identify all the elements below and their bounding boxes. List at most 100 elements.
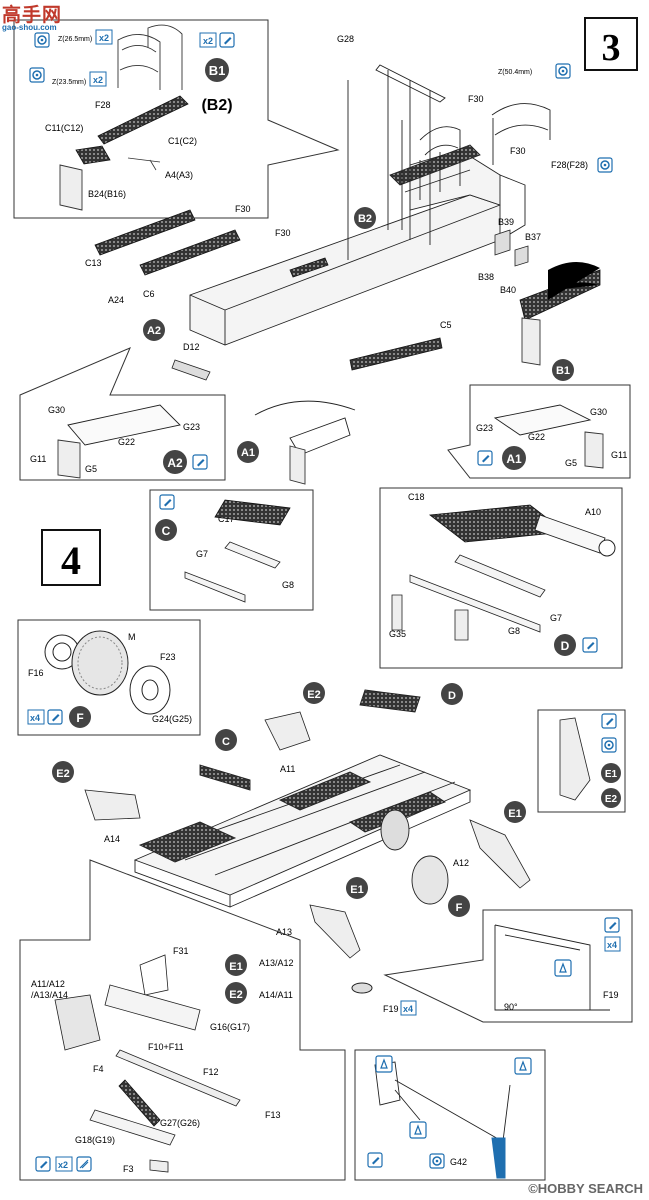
part-label: A10 <box>585 507 601 517</box>
part-label: x4 <box>607 940 617 950</box>
part-label: A1 <box>506 452 522 466</box>
part-label: C18 <box>408 492 425 502</box>
step-4-inset-c: C C17 G7 G8 <box>149 489 314 611</box>
z-235-label: Z(23.5mm) <box>52 79 86 86</box>
part-label: A11/A12 <box>31 979 65 989</box>
part-label: F <box>456 902 463 914</box>
part-label: E1 <box>350 884 363 896</box>
part-label: F28(F28) <box>551 160 588 170</box>
step-4-labels: E2 D A11 C E2 A14 E1 A12 E1 A13 F F19 x4 <box>52 682 531 1016</box>
step-4-e-legend: E1 A13/A12 E2 A14/A11 <box>225 954 294 1004</box>
part-label: G28 <box>337 34 354 44</box>
f28-label: F28 <box>95 100 111 110</box>
part-b1-label: B1 <box>209 63 226 78</box>
cut-icon <box>29 67 45 83</box>
glue-icon <box>159 494 175 510</box>
glue-icon <box>604 917 620 933</box>
step-3-inset-a2: G30 G23 G22 G11 G5 A2 <box>19 347 226 481</box>
part-label: G11 <box>30 454 46 464</box>
x2-badge-3 <box>89 71 107 87</box>
part-label: F <box>76 711 83 725</box>
glue-icon <box>47 709 63 725</box>
b24-label: B24(B16) <box>88 189 126 199</box>
part-label: F4 <box>93 1064 104 1074</box>
watermark-title: 高手网 <box>2 5 63 26</box>
part-label: B37 <box>525 232 541 242</box>
step-3-number-box <box>584 17 638 71</box>
pe-icon <box>514 1057 532 1075</box>
part-label: F3 <box>123 1164 134 1174</box>
part-b2-label: (B2) <box>201 97 232 114</box>
glue-icon <box>219 32 235 48</box>
step-3: 3 Z(26.5mm) x2 x2 Z(23.5mm) x2 B1 (B2) F… <box>13 17 638 485</box>
glue-icon <box>367 1152 383 1168</box>
part-label: A2 <box>147 325 161 337</box>
part-label: C17 <box>218 514 235 524</box>
part-label: F12 <box>203 1067 219 1077</box>
part-label: G30 <box>48 405 65 415</box>
pe-icon <box>554 959 572 977</box>
a4-label: A4(A3) <box>165 170 193 180</box>
c1-label: C1(C2) <box>168 136 197 146</box>
part-label: G23 <box>183 422 200 432</box>
part-label: B2 <box>358 213 372 225</box>
part-label: A14/A11 <box>259 990 293 1000</box>
part-label: C <box>222 736 230 748</box>
step-4-inset-leg: F31 A11/A12 /A13/A14 G16(G17) F10+F11 F4… <box>19 859 346 1181</box>
part-label: F30 <box>275 228 291 238</box>
part-label: G24(G25) <box>152 714 192 724</box>
part-label: M <box>128 632 136 642</box>
part-label: F19 <box>603 990 619 1000</box>
glue-icon <box>601 713 617 729</box>
footer-credit: ©HOBBY SEARCH <box>528 1181 643 1196</box>
x2-badge-2 <box>199 32 217 48</box>
part-b1-badge <box>205 58 229 82</box>
part-label: F30 <box>510 146 526 156</box>
part-label: G5 <box>85 464 97 474</box>
step-4-inset-90: x4 90° F19 <box>383 909 633 1023</box>
x2-badge-2-text: x2 <box>203 36 213 46</box>
step-4-number-box <box>41 529 101 586</box>
part-label: F31 <box>173 946 189 956</box>
part-label: E2 <box>56 768 69 780</box>
step-3-labels: G28 Z(50.4mm) F30 F30 F28(F28) B2 F30 F3… <box>85 34 613 485</box>
pe-icon <box>375 1055 393 1073</box>
part-label: D <box>448 690 456 702</box>
part-label: A11 <box>280 764 295 774</box>
part-label: G16(G17) <box>210 1022 250 1032</box>
part-label: G23 <box>476 423 493 433</box>
cut-icon <box>34 32 50 48</box>
x2-badge <box>95 29 113 45</box>
part-label: x4 <box>30 713 40 723</box>
part-label: F10+F11 <box>148 1042 184 1052</box>
x2-badge-text: x2 <box>99 33 109 43</box>
part-label: E2 <box>605 794 618 805</box>
part-label: A13/A12 <box>259 958 294 968</box>
part-label: D12 <box>183 342 200 352</box>
step-3-chassis <box>189 64 551 346</box>
part-label: G7 <box>196 549 208 559</box>
part-label: C13 <box>85 258 102 268</box>
part-label: B1 <box>556 365 570 377</box>
part-label: C <box>162 524 171 538</box>
part-label: C6 <box>143 289 155 299</box>
step-3-number: 3 <box>602 27 621 69</box>
step-4: 4 C C17 G7 G8 C18 A10 G7 G8 G35 <box>17 487 633 1181</box>
part-label: G7 <box>550 613 562 623</box>
part-label: A24 <box>108 295 124 305</box>
step-4-trailer <box>133 689 472 908</box>
part-label: G27(G26) <box>160 1118 200 1128</box>
glue-icon <box>582 637 598 653</box>
part-label: A1 <box>241 447 255 459</box>
cut-icon <box>429 1153 445 1169</box>
glue-icon <box>477 450 493 466</box>
part-label: E2 <box>307 689 320 701</box>
part-label: E2 <box>229 989 242 1001</box>
cut-icon <box>601 737 617 753</box>
part-label: E1 <box>605 769 618 780</box>
part-label: G42 <box>450 1157 467 1167</box>
part-label: G18(G19) <box>75 1135 115 1145</box>
part-label: A2 <box>167 456 183 470</box>
z-265-label: Z(26.5mm) <box>58 36 92 43</box>
